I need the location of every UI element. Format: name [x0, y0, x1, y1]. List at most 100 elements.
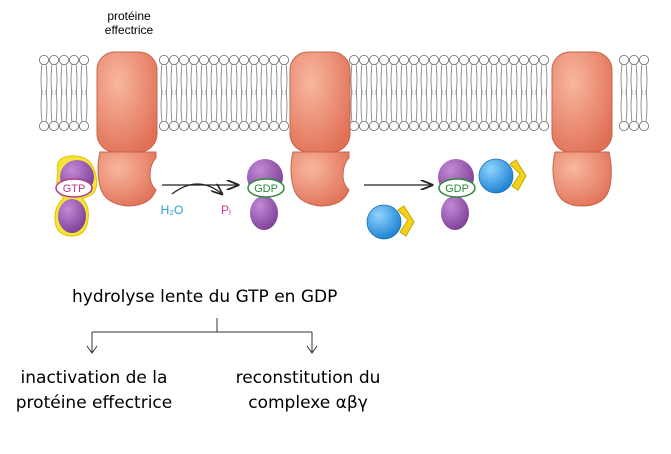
- lipid-head: [179, 55, 188, 64]
- effector-protein-1: [97, 52, 157, 206]
- gtp-label: GTP: [63, 183, 86, 195]
- lipid-head: [389, 55, 398, 64]
- left-outcome-line2: protéine effectrice: [4, 391, 184, 416]
- lipid-head: [239, 121, 248, 130]
- lipid-head: [209, 55, 218, 64]
- right-outcome: reconstitution du complexe αβγ: [218, 366, 398, 416]
- lipid-head: [469, 121, 478, 130]
- outcome-bracket: [87, 318, 317, 353]
- lipid-head: [269, 55, 278, 64]
- lipid-head: [529, 121, 538, 130]
- lipid-head: [519, 55, 528, 64]
- lipid-head: [249, 55, 258, 64]
- lipid-head: [239, 55, 248, 64]
- lipid-head: [519, 121, 528, 130]
- right-outcome-line2: complexe αβγ: [218, 391, 398, 416]
- lipid-head: [399, 55, 408, 64]
- lipid-head: [199, 55, 208, 64]
- lipid-head: [359, 121, 368, 130]
- lipid-head: [619, 121, 628, 130]
- lipid-head: [279, 121, 288, 130]
- lipid-head: [499, 121, 508, 130]
- effector-label: protéine effectrice: [90, 9, 168, 37]
- lipid-head: [159, 121, 168, 130]
- effector-protein-3: [552, 52, 612, 206]
- lipid-head: [179, 121, 188, 130]
- lipid-head: [359, 55, 368, 64]
- effector-label-line2: effectrice: [90, 23, 168, 37]
- lipid-head: [349, 121, 358, 130]
- water-label: H₂O: [161, 203, 184, 217]
- lipid-head: [399, 121, 408, 130]
- lipid-head: [39, 55, 48, 64]
- lipid-head: [409, 55, 418, 64]
- effector-protein-2: [290, 52, 350, 206]
- gdp-label-2: GDP: [445, 183, 469, 195]
- lipid-head: [59, 55, 68, 64]
- lipid-head: [459, 55, 468, 64]
- gdp-label-1: GDP: [254, 183, 278, 195]
- lipid-head: [369, 55, 378, 64]
- lipid-head: [409, 121, 418, 130]
- phosphate-label: Pᵢ: [221, 203, 231, 217]
- lipid-head: [509, 55, 518, 64]
- lipid-head: [479, 55, 488, 64]
- lipid-head: [219, 55, 228, 64]
- lipid-head: [219, 121, 228, 130]
- lipid-head: [499, 55, 508, 64]
- lipid-head: [639, 121, 648, 130]
- left-outcome: inactivation de la protéine effectrice: [4, 366, 184, 416]
- lipid-head: [69, 55, 78, 64]
- lipid-head: [509, 121, 518, 130]
- lipid-head: [69, 121, 78, 130]
- alpha-subunit-gtp: [55, 156, 97, 236]
- lipid-head: [449, 55, 458, 64]
- lipid-head: [229, 121, 238, 130]
- effector-label-line1: protéine: [90, 9, 168, 23]
- lipid-head: [449, 121, 458, 130]
- lipid-head: [379, 121, 388, 130]
- lipid-head: [189, 121, 198, 130]
- lipid-head: [49, 55, 58, 64]
- lipid-head: [529, 55, 538, 64]
- lipid-head: [169, 55, 178, 64]
- lipid-head: [459, 121, 468, 130]
- lipid-head: [489, 121, 498, 130]
- lipid-head: [629, 55, 638, 64]
- hydrolysis-arrow: [162, 184, 238, 194]
- beta-gamma-bound: [479, 159, 526, 193]
- lipid-head: [419, 55, 428, 64]
- lipid-head: [229, 55, 238, 64]
- lipid-head: [279, 55, 288, 64]
- lipid-head: [79, 55, 88, 64]
- lipid-head: [439, 121, 448, 130]
- lipid-head: [629, 121, 638, 130]
- lipid-head: [269, 121, 278, 130]
- beta-gamma-free: [367, 205, 414, 239]
- lipid-head: [259, 121, 268, 130]
- lipid-head: [39, 121, 48, 130]
- lipid-head: [389, 121, 398, 130]
- lipid-head: [429, 55, 438, 64]
- lipid-head: [349, 55, 358, 64]
- lipid-head: [169, 121, 178, 130]
- lipid-head: [189, 55, 198, 64]
- right-outcome-line1: reconstitution du: [218, 366, 398, 391]
- lipid-head: [539, 55, 548, 64]
- lipid-head: [639, 55, 648, 64]
- lipid-head: [469, 55, 478, 64]
- lipid-head: [429, 121, 438, 130]
- lipid-head: [379, 55, 388, 64]
- lipid-head: [419, 121, 428, 130]
- lipid-head: [49, 121, 58, 130]
- lipid-head: [619, 55, 628, 64]
- lipid-head: [259, 55, 268, 64]
- lipid-head: [199, 121, 208, 130]
- hydrolysis-caption: hydrolyse lente du GTP en GDP: [72, 287, 337, 307]
- lipid-head: [489, 55, 498, 64]
- lipid-head: [369, 121, 378, 130]
- lipid-head: [249, 121, 258, 130]
- lipid-head: [539, 121, 548, 130]
- lipid-head: [79, 121, 88, 130]
- lipid-head: [479, 121, 488, 130]
